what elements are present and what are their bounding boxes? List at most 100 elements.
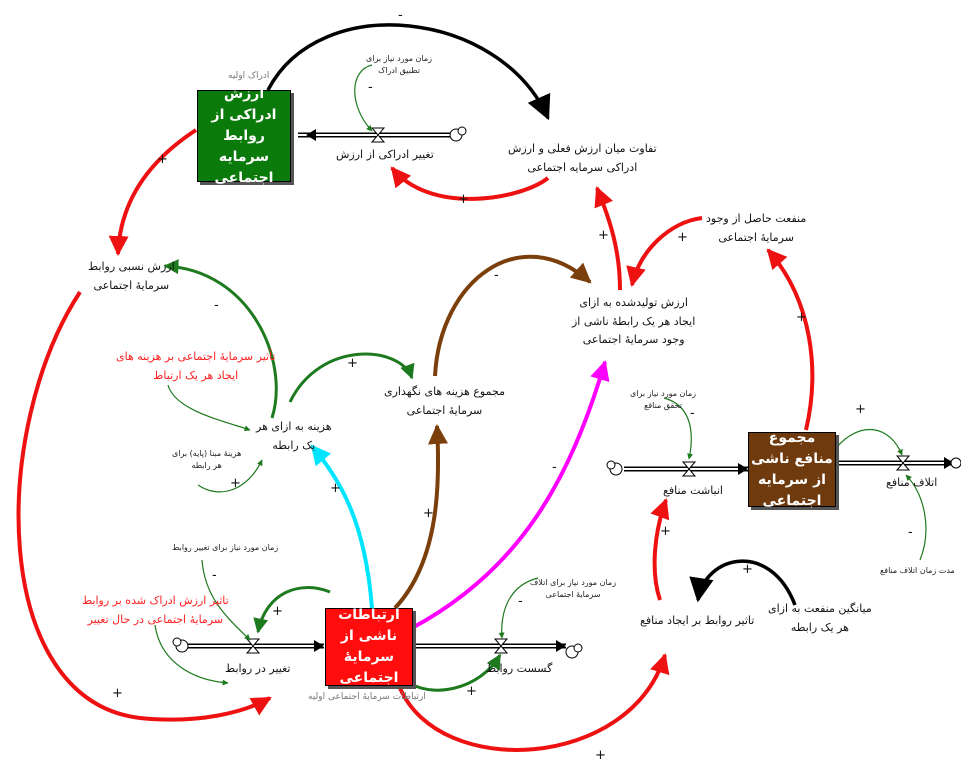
cloud-icon — [950, 457, 961, 469]
var-avg-benefit[interactable]: میانگین منفعت به ازای هر یک رابطه — [768, 600, 872, 637]
polarity-plus: + — [598, 228, 609, 243]
cloud-icon — [172, 637, 189, 653]
var-perceived-change-effect[interactable]: تاثیر ارزش ادراک شده بر روابط سرمایهٔ اج… — [82, 592, 229, 629]
polarity-plus: + — [330, 481, 341, 496]
flow-pipe-relations-out — [414, 640, 566, 652]
link-perceived-to-relative — [108, 128, 198, 256]
polarity-plus: + — [796, 310, 807, 325]
const-benefit-time-line2: تحقق منافع — [644, 401, 682, 410]
const-perception-time-line2: تطبیق ادراک — [378, 66, 420, 75]
cloud-icon — [449, 126, 467, 142]
link-perceived-to-gap — [266, 23, 551, 121]
link-relations-to-change — [253, 586, 331, 634]
const-base-cost-line2: هر رابطه — [191, 461, 222, 470]
valve-icon — [895, 455, 911, 471]
const-break-time[interactable]: زمان مورد نیاز برای اتلاف سرمایهٔ اجتماع… — [530, 577, 616, 601]
link-relations-to-value — [411, 360, 610, 630]
const-loss-time[interactable]: مدت زمان اتلاف منافع — [880, 566, 955, 575]
link-red-effect-to-cost — [167, 384, 251, 432]
var-benefit-presence-line1: منفعت حاصل از وجود — [706, 212, 807, 225]
link-avg-benefit-to-effect — [689, 559, 797, 606]
polarity-minus: - — [690, 406, 695, 421]
flow-perception-change[interactable]: تغییر ادراکی از ارزش — [336, 148, 434, 161]
polarity-plus: + — [112, 686, 123, 701]
var-value-per-relation-line1: ارزش تولیدشده به ازای — [579, 296, 688, 309]
stock-benefits-line2: از سرمایه اجتماعی — [758, 471, 826, 509]
valve-icon — [493, 638, 509, 654]
link-benefits-to-loss — [835, 429, 903, 456]
polarity-minus: - — [552, 460, 557, 475]
var-social-capital-cost-effect-line2: ایجاد هر یک ارتباط — [153, 368, 239, 382]
link-perceived-effect-to-change — [154, 624, 229, 686]
var-cost-per-relation-line1: هزینه به ازای هر — [256, 420, 332, 433]
const-relations-change-time[interactable]: زمان مورد نیاز برای تغییر روابط — [172, 543, 279, 552]
var-benefit-presence-line2: سرمایهٔ اجتماعی — [718, 230, 794, 244]
polarity-minus: - — [908, 525, 913, 540]
stock-perceived-value-line2: سرمایه اجتماعی — [214, 148, 274, 186]
cloud-icon — [606, 460, 623, 476]
link-relations-to-break — [404, 653, 502, 692]
var-maintenance-cost-line1: مجموع هزینه های نگهداری — [384, 385, 505, 398]
polarity-plus: + — [157, 152, 168, 167]
var-cost-per-relation[interactable]: هزینه به ازای هر یک رابطه — [256, 418, 332, 455]
var-relative-value[interactable]: ارزش نسبی روابط سرمایهٔ اجتماعی — [88, 258, 175, 295]
valve-icon — [245, 638, 261, 654]
const-base-cost-line1: هزینهٔ مبنا (پایه) برای — [172, 449, 242, 458]
link-relative-to-change — [16, 290, 272, 722]
polarity-plus: + — [595, 748, 606, 763]
var-relative-value-line2: سرمایهٔ اجتماعی — [93, 278, 170, 292]
const-benefit-time-line1: زمان مورد نیاز برای — [630, 389, 696, 398]
link-loss-time-to-loss — [905, 474, 927, 561]
polarity-plus: + — [660, 524, 671, 539]
polarity-minus: - — [494, 268, 499, 283]
var-value-per-relation[interactable]: ارزش تولیدشده به ازای ایجاد هر یک رابطهٔ… — [572, 294, 695, 350]
var-value-gap[interactable]: تفاوت میان ارزش فعلی و ارزش ادراکی سرمای… — [508, 140, 657, 177]
link-cost-to-maintenance — [288, 352, 415, 403]
const-benefit-time[interactable]: زمان مورد نیاز برای تحقق منافع — [630, 388, 696, 412]
polarity-plus: + — [230, 476, 241, 491]
stock-relations-line1: ارتباطات ناشی از — [338, 607, 400, 644]
polarity-minus: - — [518, 594, 523, 609]
var-social-capital-cost-effect[interactable]: تأثیر سرمایهٔ اجتماعی بر هزینه های ایجاد… — [116, 348, 276, 385]
stock-perceived-value[interactable]: ارزش ادراکی از روابط سرمایه اجتماعی — [197, 86, 291, 186]
const-perception-time[interactable]: زمان مورد نیاز برای تطبیق ادراک — [366, 53, 432, 77]
valve-icon — [370, 127, 386, 143]
flow-relations-break[interactable]: گسست روابط — [486, 662, 553, 675]
link-break-time-to-break — [498, 577, 539, 639]
var-relations-effect-on-benefits[interactable]: تاثیر روابط بر ایجاد منافع — [640, 614, 755, 627]
var-value-gap-line1: تفاوت میان ارزش فعلی و ارزش — [508, 142, 657, 155]
flow-relations-change[interactable]: تغییر در روابط — [225, 662, 291, 675]
link-relations-to-cost — [310, 444, 374, 609]
cloud-icon — [565, 643, 583, 659]
link-perception-time — [354, 64, 373, 132]
polarity-minus: - — [368, 80, 373, 95]
stock-benefits[interactable]: مجموع منافع ناشی از سرمایه اجتماعی — [748, 430, 836, 509]
polarity-plus: + — [458, 192, 469, 207]
flow-benefit-accumulation[interactable]: انباشت منافع — [663, 484, 723, 497]
stock-relations[interactable]: ارتباطات ناشی از سرمایهٔ اجتماعی — [325, 607, 413, 686]
polarity-plus: + — [742, 562, 753, 577]
var-maintenance-cost[interactable]: مجموع هزینه های نگهداری سرمایهٔ اجتماعی — [384, 383, 505, 420]
polarity-plus: + — [466, 684, 477, 699]
link-maintenance-to-value — [433, 254, 592, 377]
var-avg-benefit-line2: هر یک رابطه — [790, 620, 849, 634]
stock-benefits-line1: مجموع منافع ناشی — [751, 429, 833, 467]
link-relations-to-effect — [398, 653, 670, 752]
const-break-time-line1: زمان مورد نیاز برای اتلاف — [530, 578, 617, 587]
var-benefit-presence[interactable]: منفعت حاصل از وجود سرمایهٔ اجتماعی — [706, 210, 806, 247]
var-value-gap-line2: ادراکی سرمایه اجتماعی — [527, 160, 638, 174]
flow-pipe-benefits-in — [624, 463, 748, 475]
flow-benefit-loss[interactable]: اتلاف منافع — [886, 476, 938, 489]
link-relations-to-maintenance — [393, 424, 448, 610]
var-perceived-change-effect-line2: سرمایهٔ اجتماعی در حال تغییر — [87, 612, 224, 626]
valve-icon — [681, 461, 697, 477]
polarity-plus: + — [855, 402, 866, 417]
var-cost-per-relation-line2: یک رابطه — [272, 438, 316, 452]
link-benefits-to-presence — [766, 248, 815, 431]
polarity-plus: + — [423, 506, 434, 521]
var-avg-benefit-line1: میانگین منفعت به ازای — [768, 602, 872, 615]
const-base-cost[interactable]: هزینهٔ مبنا (پایه) برای هر رابطه — [172, 448, 241, 472]
polarity-plus: + — [677, 230, 688, 245]
polarity-minus: - — [398, 8, 403, 23]
